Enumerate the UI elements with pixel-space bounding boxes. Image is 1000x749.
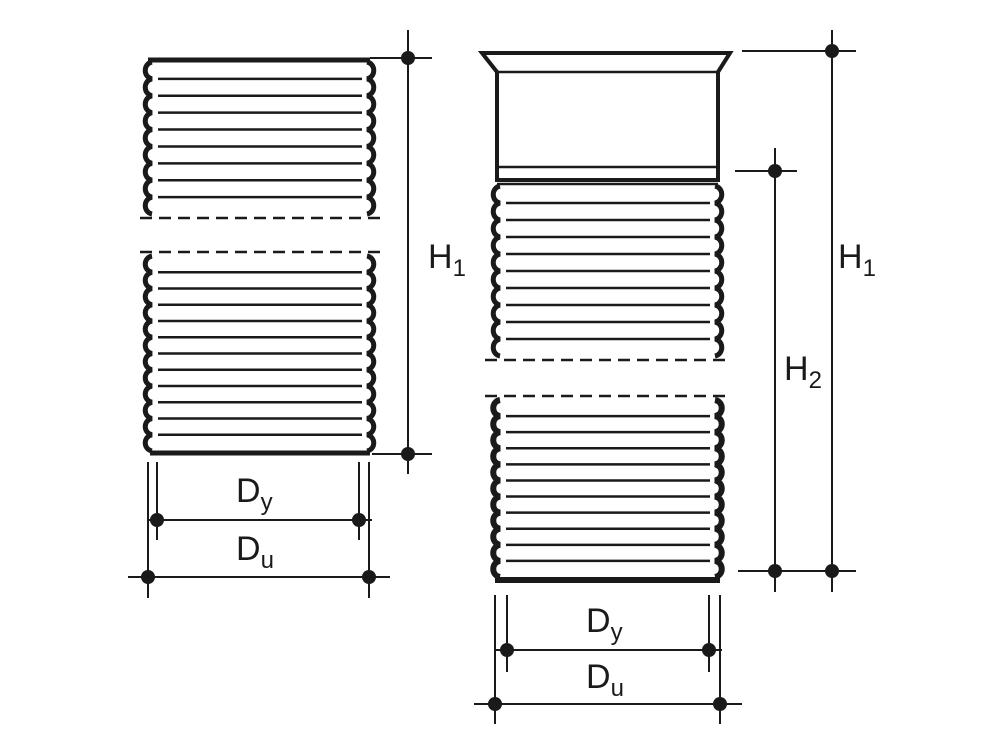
pipe1-inner-diameter-label: Dy <box>236 472 273 516</box>
pipe2-effective-height-label: H2 <box>784 350 822 394</box>
pipe2-total-height-label: H1 <box>838 238 876 282</box>
pipe2-inner-diameter-label: Dy <box>586 602 623 646</box>
pipe1-outer-diameter-label: Du <box>236 530 274 574</box>
dimension-lines <box>128 30 856 724</box>
pipe2-outer-diameter-label: Du <box>586 658 624 702</box>
corrugated-pipe-plain <box>140 57 380 456</box>
pipe1-height-label: H1 <box>428 238 466 282</box>
corrugated-pipe-with-socket <box>477 51 734 583</box>
